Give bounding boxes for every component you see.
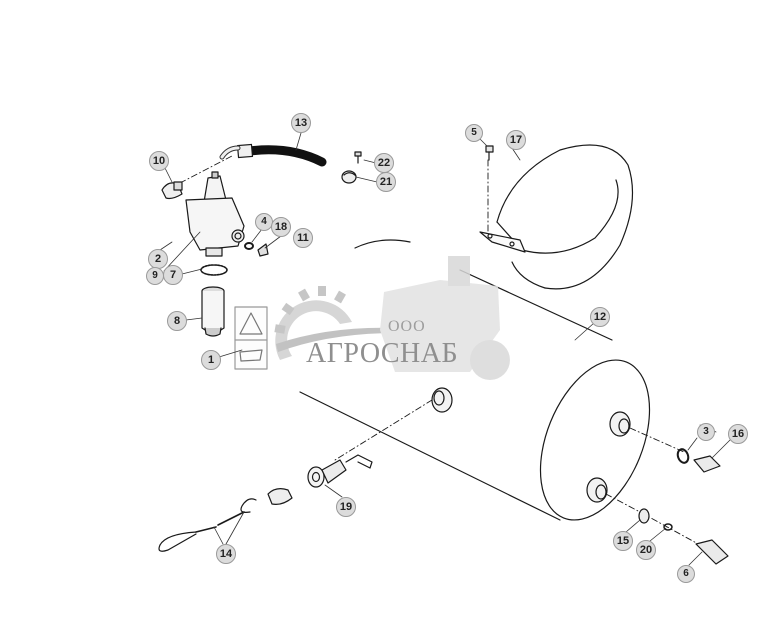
callout-18[interactable]: 18 bbox=[271, 217, 291, 237]
callout-20[interactable]: 20 bbox=[636, 540, 656, 560]
callout-11[interactable]: 11 bbox=[293, 228, 313, 248]
callout-14[interactable]: 14 bbox=[216, 544, 236, 564]
pressure-regulator-drawing bbox=[185, 171, 245, 257]
air-tank-drawing bbox=[299, 239, 651, 521]
warning-decal-drawing bbox=[234, 306, 268, 370]
callout-10[interactable]: 10 bbox=[149, 151, 169, 171]
callout-8[interactable]: 8 bbox=[167, 311, 187, 331]
callout-3[interactable]: 3 bbox=[697, 423, 715, 441]
air-hose-drawing bbox=[219, 143, 327, 167]
callout-2[interactable]: 2 bbox=[148, 249, 168, 269]
callout-5[interactable]: 5 bbox=[465, 124, 483, 142]
callout-12[interactable]: 12 bbox=[590, 307, 610, 327]
callout-17[interactable]: 17 bbox=[506, 130, 526, 150]
callout-13[interactable]: 13 bbox=[291, 113, 311, 133]
elbow-fitting-drawing bbox=[161, 181, 183, 200]
callout-1[interactable]: 1 bbox=[201, 350, 221, 370]
callout-19[interactable]: 19 bbox=[336, 497, 356, 517]
callout-15[interactable]: 15 bbox=[613, 531, 633, 551]
bolt-drawing bbox=[485, 145, 494, 161]
callout-21[interactable]: 21 bbox=[376, 172, 396, 192]
tank-strap-drawing bbox=[479, 144, 634, 290]
callout-7[interactable]: 7 bbox=[163, 265, 183, 285]
drain-valve-drawing bbox=[307, 454, 373, 488]
callout-9[interactable]: 9 bbox=[146, 267, 164, 285]
callout-22[interactable]: 22 bbox=[374, 153, 394, 173]
callout-6[interactable]: 6 bbox=[677, 565, 695, 583]
drain-cable-drawing bbox=[158, 488, 293, 552]
filter-element-drawing bbox=[201, 286, 225, 337]
callout-16[interactable]: 16 bbox=[728, 424, 748, 444]
